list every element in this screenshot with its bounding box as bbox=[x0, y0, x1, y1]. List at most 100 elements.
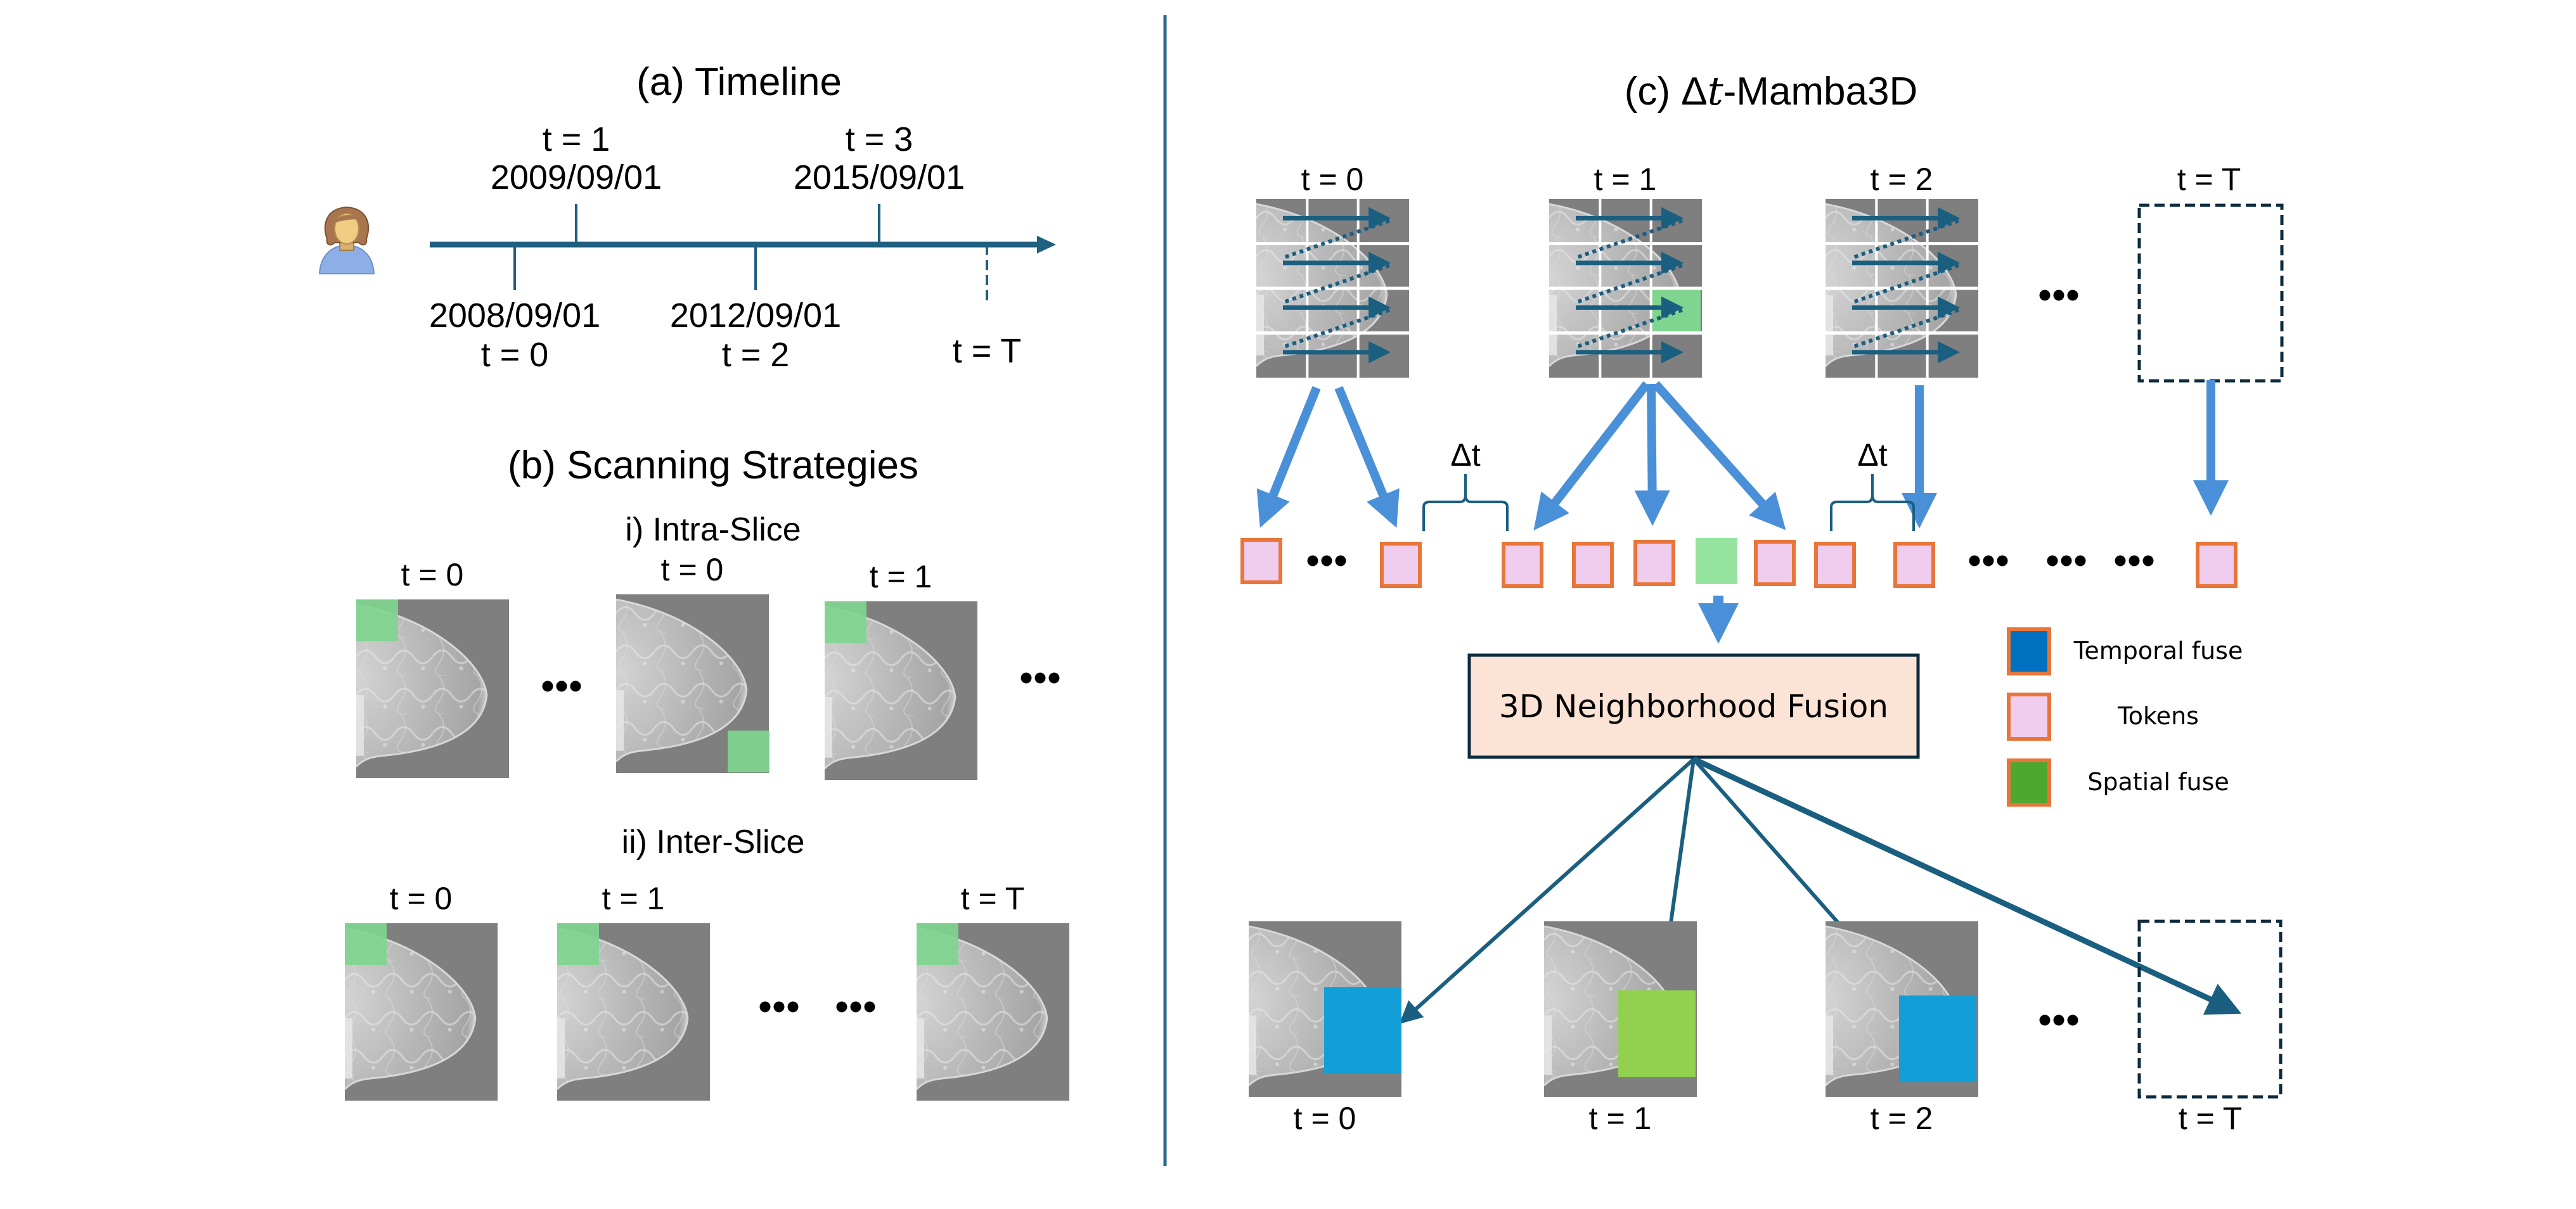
legend-item: Temporal fuse bbox=[2007, 627, 2243, 675]
scan-patch bbox=[917, 923, 958, 965]
scan-return-path bbox=[1852, 263, 1959, 305]
panel-a-title: (a) Timeline bbox=[636, 60, 842, 104]
fused-token bbox=[1696, 538, 1737, 584]
scan-patch bbox=[728, 731, 770, 772]
intra-slice: t = 0 bbox=[616, 552, 770, 773]
scan-patch bbox=[825, 601, 866, 643]
patient-woman-icon bbox=[318, 206, 375, 274]
timeline-t-label: t = 0 bbox=[481, 336, 549, 374]
slice-label: t = 0 bbox=[1294, 1101, 1356, 1136]
patch-to-token-arrow bbox=[1533, 381, 1651, 531]
scan-return-path bbox=[1575, 263, 1683, 305]
token bbox=[2196, 542, 2238, 588]
timeline-event: 2012/09/01t = 2 bbox=[670, 245, 841, 374]
inter-ellipsis bbox=[759, 1001, 799, 1013]
slice-label: t = 2 bbox=[1871, 162, 1933, 197]
delta-t-label: Δt bbox=[1450, 437, 1480, 473]
timeline-date: 2009/09/01 bbox=[491, 158, 662, 196]
timeline-event: 2008/09/01t = 0 bbox=[429, 245, 600, 374]
slice-ellipsis bbox=[2039, 290, 2078, 301]
future-slice-placeholder bbox=[2137, 919, 2283, 1099]
token bbox=[1380, 542, 1422, 588]
temporal-fuse-region bbox=[1899, 995, 1976, 1082]
token-ellipsis bbox=[1307, 555, 1346, 566]
intra-slice: t = 0 bbox=[356, 557, 509, 778]
intra-slice: t = 1 bbox=[825, 559, 977, 780]
slice-label: t = 0 bbox=[401, 557, 464, 592]
inter-slice: t = 0 bbox=[345, 881, 498, 1101]
scan-slice: t = 2 bbox=[1826, 162, 1978, 378]
timeline-date: 2008/09/01 bbox=[429, 297, 600, 335]
patch-to-token-arrow bbox=[1652, 381, 1786, 530]
slice-label: t = T bbox=[2179, 1101, 2243, 1136]
panel-timeline: (a) Timeline 2008/09/01t = 0t = 12009/09… bbox=[318, 60, 1056, 374]
scan-return-path bbox=[1575, 308, 1683, 349]
timeline-t-label: t = 1 bbox=[543, 120, 610, 158]
timeline-event: t = T bbox=[953, 245, 1022, 370]
legend-swatch bbox=[2007, 693, 2051, 741]
token bbox=[1633, 540, 1675, 586]
fusion-label: 3D Neighborhood Fusion bbox=[1499, 688, 1888, 725]
intra-slice-title: i) Intra-Slice bbox=[625, 511, 801, 548]
patch-to-token-arrow bbox=[1334, 386, 1400, 528]
output-slice: t = 2 bbox=[1826, 921, 1978, 1136]
scan-return-path bbox=[1282, 219, 1390, 260]
output-slice: t = 0 bbox=[1249, 921, 1401, 1136]
output-slice: t = T bbox=[2137, 919, 2283, 1136]
slice-ellipsis bbox=[2039, 1014, 2078, 1026]
panel-b-title: (b) Scanning Strategies bbox=[508, 444, 918, 487]
legend-label: Temporal fuse bbox=[2073, 637, 2243, 665]
slice-label: t = 1 bbox=[1594, 162, 1657, 197]
token bbox=[1754, 540, 1796, 586]
timeline-t-label: t = 3 bbox=[846, 120, 913, 158]
legend-swatch bbox=[2007, 758, 2051, 807]
delta-t-label: Δt bbox=[1857, 437, 1887, 473]
timeline-date: 2012/09/01 bbox=[670, 297, 841, 335]
slice-label: t = 2 bbox=[1871, 1101, 1933, 1136]
fusion-box bbox=[1467, 653, 1920, 759]
token bbox=[1572, 542, 1614, 588]
patch-to-token-arrow bbox=[1634, 383, 1670, 526]
scan-return-path bbox=[1282, 308, 1390, 349]
timeline-t-label: t = 2 bbox=[722, 336, 790, 374]
token-ellipsis bbox=[2047, 555, 2086, 566]
legend-label: Tokens bbox=[2117, 702, 2199, 730]
slice-label: t = T bbox=[961, 881, 1025, 916]
token bbox=[1893, 542, 1935, 588]
token bbox=[1502, 542, 1543, 588]
scan-patch bbox=[557, 923, 599, 965]
current-patch bbox=[1652, 290, 1701, 332]
scan-slice: t = 1 bbox=[1549, 162, 1702, 378]
fusion-output-arrow bbox=[1399, 757, 1696, 1025]
patch-to-token-arrow bbox=[1256, 386, 1321, 528]
scan-return-path bbox=[1282, 263, 1390, 305]
scan-slice: t = 0 bbox=[1256, 162, 1409, 378]
token-ellipsis bbox=[2115, 555, 2154, 566]
slice-label: t = 0 bbox=[1301, 162, 1364, 197]
scan-slice: t = T bbox=[2137, 162, 2284, 383]
temporal-fuse-region bbox=[1324, 987, 1401, 1074]
intra-ellipsis bbox=[1021, 672, 1060, 684]
token bbox=[1814, 542, 1856, 588]
fusion-output-arrow bbox=[1692, 756, 2242, 1015]
timeline-date: 2015/09/01 bbox=[794, 158, 965, 196]
panel-c-title: (c) Δt-Mamba3D bbox=[1625, 68, 1918, 114]
future-slice-placeholder bbox=[2137, 203, 2284, 383]
slice-label: t = T bbox=[2177, 162, 2241, 197]
slice-label: t = 0 bbox=[390, 881, 453, 916]
scan-return-path bbox=[1575, 219, 1683, 260]
slice-label: t = 1 bbox=[602, 881, 665, 916]
timeline-arrowhead bbox=[1037, 236, 1056, 253]
timeline-t-label: t = T bbox=[953, 332, 1022, 370]
panel-scanning-strategies: (b) Scanning Strategies i) Intra-Slice i… bbox=[345, 444, 1069, 1101]
scan-patch bbox=[345, 923, 387, 965]
delta-t-brace: Δt bbox=[1422, 437, 1509, 531]
scan-return-path bbox=[1852, 308, 1959, 349]
legend-swatch bbox=[2007, 627, 2051, 675]
slice-label: t = 1 bbox=[870, 559, 932, 594]
output-slice: t = 1 bbox=[1544, 921, 1697, 1136]
slice-label: t = 1 bbox=[1589, 1101, 1652, 1136]
slice-label: t = 0 bbox=[661, 552, 724, 587]
